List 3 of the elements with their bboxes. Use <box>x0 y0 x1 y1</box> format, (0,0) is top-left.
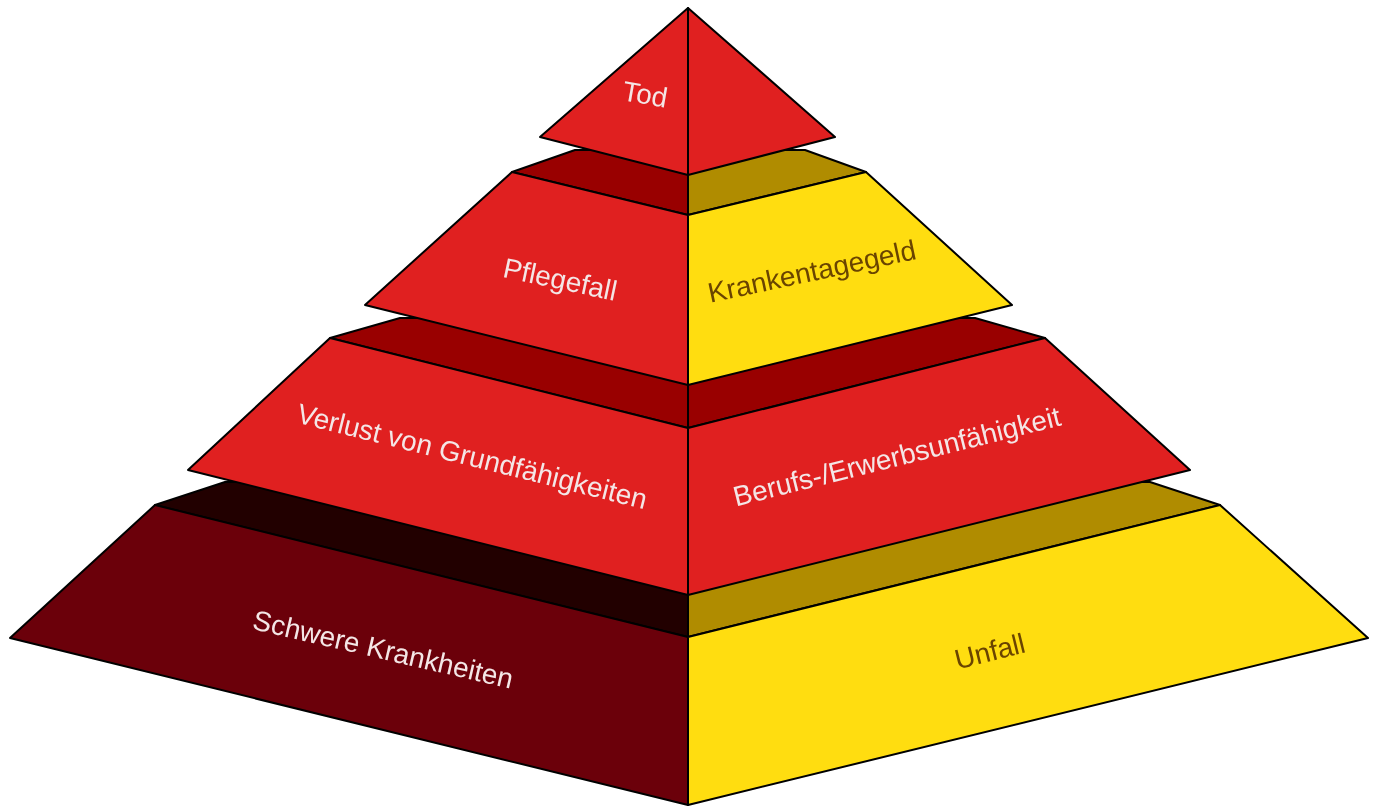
face-label: Unfall <box>951 629 1029 675</box>
face-label: Pflegefall <box>500 254 620 306</box>
face-label: Tod <box>620 77 670 113</box>
